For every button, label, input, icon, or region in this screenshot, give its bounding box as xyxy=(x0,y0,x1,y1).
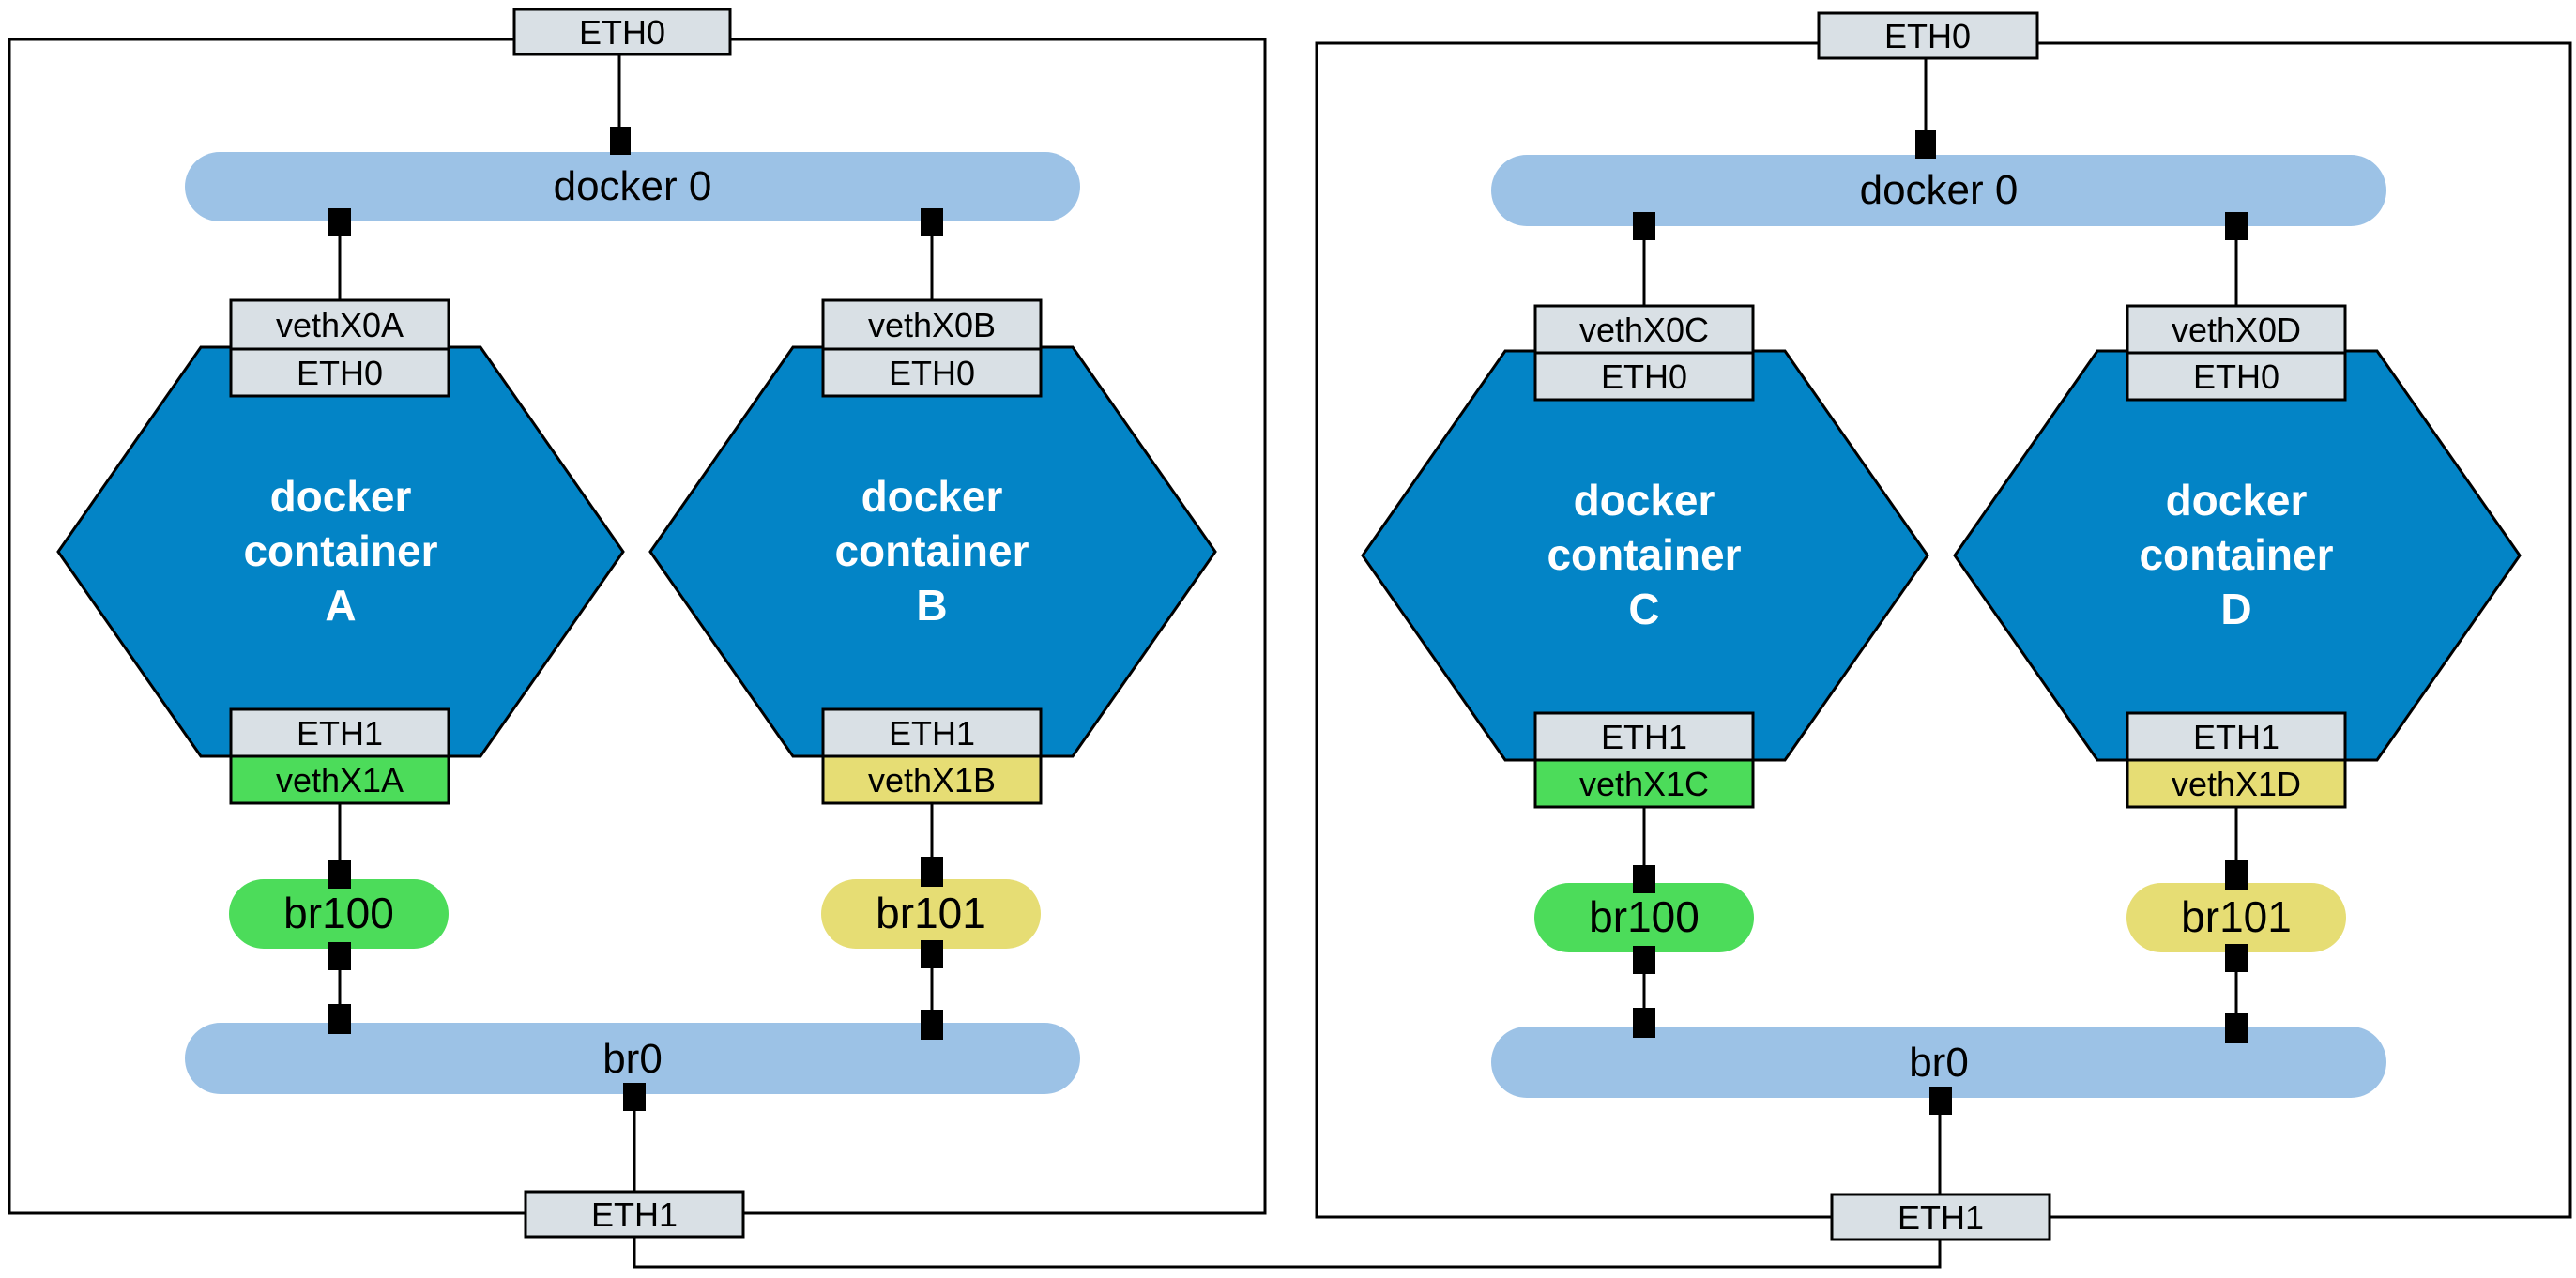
host-1-eth0-label: ETH0 xyxy=(579,13,665,52)
container-b-veth-bottom-label: vethX1B xyxy=(868,761,996,799)
container-d-title-line2: container xyxy=(2139,530,2333,579)
container-d-title-line1: docker xyxy=(2166,476,2308,525)
connection-point xyxy=(328,1004,351,1034)
container-c-veth-top-label: vethX0C xyxy=(1579,311,1709,349)
connection-point xyxy=(1633,1008,1655,1038)
connection-point xyxy=(328,942,351,970)
container-a-veth-top-label: vethX0A xyxy=(276,306,404,344)
host-2-docker0-bridge xyxy=(1491,155,2386,226)
connection-point xyxy=(1929,1087,1952,1115)
host-1-eth1-label: ETH1 xyxy=(591,1195,678,1234)
connection-point xyxy=(921,208,943,236)
host-1-br101-label: br101 xyxy=(876,889,986,937)
host-2-docker0-label: docker 0 xyxy=(1860,167,2019,213)
container-a-eth0-label: ETH0 xyxy=(297,354,383,392)
container-b-veth-top-port xyxy=(821,298,1043,351)
connection-point xyxy=(2225,212,2248,240)
container-a-hexagon xyxy=(56,345,625,758)
container-a-title-line2: container xyxy=(243,526,437,575)
connection-point xyxy=(1915,130,1936,159)
container-d-veth-top-label: vethX0D xyxy=(2172,311,2301,349)
container-c-eth1-label: ETH1 xyxy=(1601,718,1687,756)
container-a-title-line1: docker xyxy=(270,472,412,521)
host-1-eth1-port xyxy=(524,1190,745,1239)
host-1-eth0-port xyxy=(512,8,732,56)
host-2-br0-label: br0 xyxy=(1909,1040,1969,1086)
host-2-eth1-label: ETH1 xyxy=(1898,1198,1984,1237)
container-b-hexagon xyxy=(648,345,1217,758)
container-c-eth0-port xyxy=(1533,351,1755,402)
container-b-veth-top-label: vethX0B xyxy=(868,306,996,344)
container-b: docker container B vethX0B ETH0 ETH1 vet… xyxy=(648,298,1217,805)
container-b-title-line2: container xyxy=(834,526,1029,575)
host-2-br100-label: br100 xyxy=(1589,892,1700,941)
connection-point xyxy=(921,940,943,968)
container-b-eth1-label: ETH1 xyxy=(889,714,975,753)
container-c-letter: C xyxy=(1628,585,1659,633)
connection-point xyxy=(2225,1013,2248,1043)
connection-point xyxy=(921,857,943,887)
container-c: docker container C vethX0C ETH0 ETH1 vet… xyxy=(1361,304,1929,809)
container-b-eth0-label: ETH0 xyxy=(889,354,975,392)
connection-point xyxy=(2225,860,2248,890)
container-c-hexagon xyxy=(1361,349,1929,762)
container-a-eth0-port xyxy=(229,347,450,398)
host-2-br101-bridge xyxy=(2126,883,2346,952)
container-c-title-line2: container xyxy=(1547,530,1741,579)
host-1-br100-bridge xyxy=(229,879,449,949)
container-c-eth0-label: ETH0 xyxy=(1601,358,1687,396)
host-1-docker0-bridge xyxy=(185,152,1080,221)
connection-point xyxy=(1633,946,1655,974)
container-d-hexagon xyxy=(1953,349,2522,762)
container-a-veth-bottom-port xyxy=(229,754,450,805)
container-c-veth-bottom-port xyxy=(1533,758,1755,809)
connection-point xyxy=(921,1010,943,1040)
host-2-eth0-label: ETH0 xyxy=(1884,17,1971,55)
container-d-letter: D xyxy=(2220,585,2251,633)
container-b-veth-bottom-port xyxy=(821,754,1043,805)
host-1-br100-label: br100 xyxy=(283,889,394,937)
container-a: docker container A vethX0A ETH0 ETH1 vet… xyxy=(56,298,625,805)
host-1-br101-bridge xyxy=(821,879,1041,949)
host-1-br0-bridge xyxy=(185,1023,1080,1094)
container-a-letter: A xyxy=(325,581,356,630)
host-2-br0-bridge xyxy=(1491,1027,2386,1098)
container-d-eth0-label: ETH0 xyxy=(2193,358,2279,396)
container-a-veth-bottom-label: vethX1A xyxy=(276,761,404,799)
host-1-br0-label: br0 xyxy=(602,1036,663,1082)
container-c-eth1-port xyxy=(1533,711,1755,762)
container-c-veth-bottom-label: vethX1C xyxy=(1579,765,1709,803)
host-2-eth1-port xyxy=(1830,1193,2051,1241)
container-c-title-line1: docker xyxy=(1574,476,1715,525)
connection-point xyxy=(623,1083,646,1111)
host-2: ETH0 docker 0 docker container C vethX0C… xyxy=(1315,11,2572,1241)
container-d: docker container D vethX0D ETH0 ETH1 vet… xyxy=(1953,304,2522,809)
container-d-eth0-port xyxy=(2126,351,2347,402)
container-b-eth0-port xyxy=(821,347,1043,398)
host-1: ETH0 docker 0 docker container A vethX0A… xyxy=(8,8,1267,1239)
container-d-eth1-label: ETH1 xyxy=(2193,718,2279,756)
host-2-br101-label: br101 xyxy=(2181,892,2292,941)
connection-point xyxy=(1633,212,1655,240)
connection-point xyxy=(328,208,351,236)
host-2-br100-bridge xyxy=(1534,883,1754,952)
host-1-docker0-label: docker 0 xyxy=(554,163,712,209)
connection-point xyxy=(2225,944,2248,972)
container-d-eth1-port xyxy=(2126,711,2347,762)
container-b-eth1-port xyxy=(821,707,1043,758)
connection-point xyxy=(328,860,351,889)
host-2-eth0-port xyxy=(1817,11,2039,60)
container-d-veth-bottom-label: vethX1D xyxy=(2172,765,2301,803)
container-b-title-line1: docker xyxy=(861,472,1003,521)
container-c-veth-top-port xyxy=(1533,304,1755,355)
container-b-letter: B xyxy=(916,581,947,630)
container-d-veth-bottom-port xyxy=(2126,758,2347,809)
inter-host-link xyxy=(633,1236,1942,1269)
container-a-eth1-label: ETH1 xyxy=(297,714,383,753)
connection-point xyxy=(610,127,631,155)
connection-point xyxy=(1633,865,1655,893)
